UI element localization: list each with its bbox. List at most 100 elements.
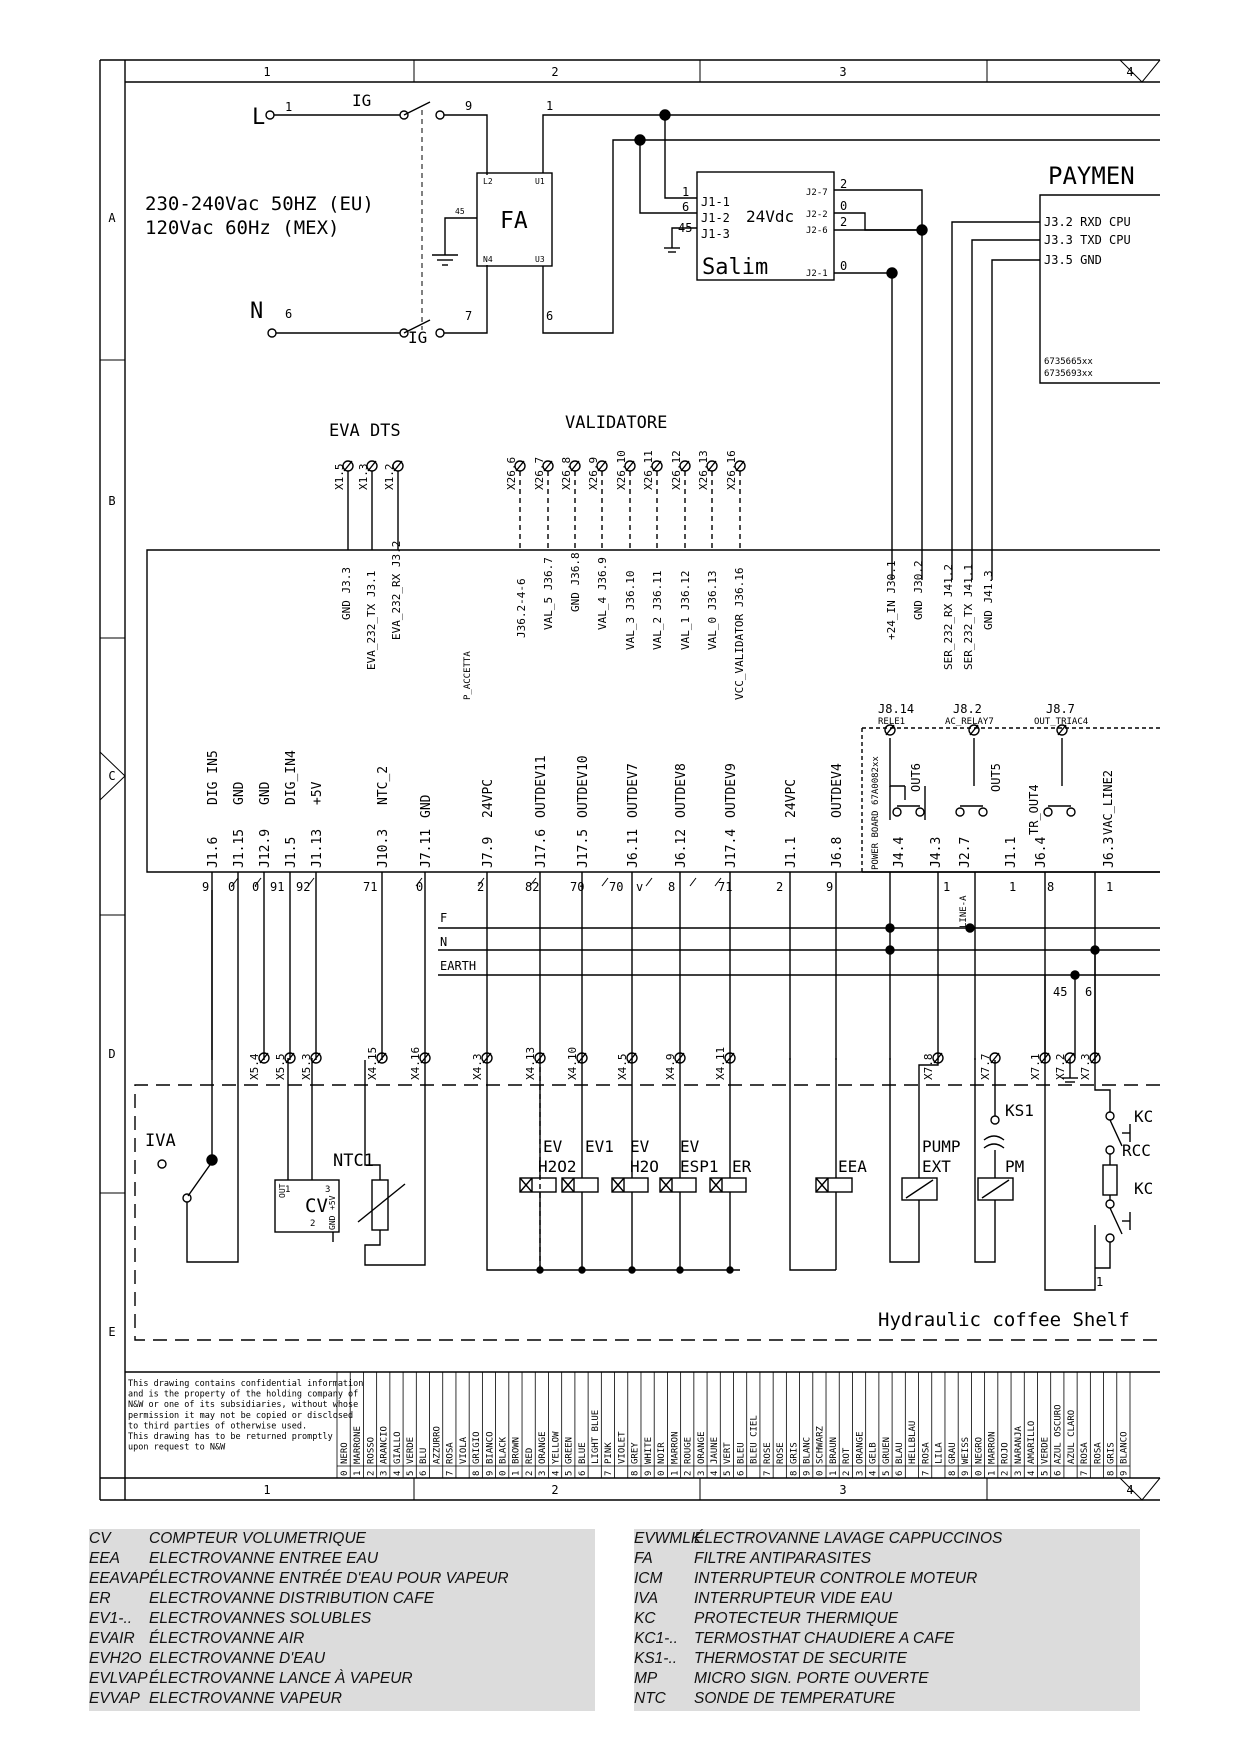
shelf-pin-label-14: X7.1 — [1029, 1054, 1042, 1081]
shelf-pin-label-1: X5.4 — [248, 1053, 261, 1080]
salim-wire-1: 1 — [682, 185, 689, 199]
bus-label-6: VAL_5 J36.7 — [542, 557, 555, 630]
color-index-23: 8 — [631, 1471, 641, 1476]
column-label-4: 4 — [1126, 65, 1133, 79]
color-name-53: AMARILLO — [1027, 1421, 1037, 1464]
cpu-signal-9: OUTDEV11 — [534, 755, 549, 818]
color-index-52: 3 — [1014, 1471, 1024, 1476]
salim-wire-6: 6 — [682, 200, 689, 214]
color-index-1: 0 — [340, 1471, 350, 1476]
cpu-pin-4: J1.5 — [284, 837, 299, 868]
line-n-label: N — [250, 299, 263, 324]
shelf-pin-label-12: X7.8 — [922, 1054, 935, 1081]
wire-9: 9 — [465, 99, 472, 113]
disclaimer-line-7: upon request to N&W — [128, 1443, 226, 1453]
color-name-25: NOIR — [657, 1442, 667, 1464]
color-name-44: HELLBLAU — [908, 1421, 918, 1464]
disclaimer-block: This drawing contains confidential infor… — [128, 1379, 363, 1453]
line-l-label: L — [252, 105, 265, 130]
power-board — [889, 738, 1076, 820]
salim-pin-j1-2: J1-2 — [701, 211, 730, 225]
filter-pin-n4: N4 — [483, 255, 493, 264]
color-name-55: AZUL OSCURO — [1054, 1404, 1064, 1464]
cpu-signal-10: OUTDEV10 — [576, 755, 591, 818]
bus-label-12: VAL_0 J36.13 — [706, 571, 719, 650]
payment-code-1: 6735665xx — [1044, 357, 1093, 367]
line-a-label: LINE-A — [959, 895, 969, 928]
power-board-sub-ac-relay7: AC_RELAY7 — [945, 717, 994, 727]
color-name-6: VERDE — [406, 1437, 416, 1464]
color-name-52: NARANJA — [1014, 1425, 1024, 1464]
shelf-pin-label-3: X5.3 — [300, 1054, 313, 1081]
pump-ext-label: EXT — [922, 1157, 951, 1176]
shelf-pin-4 — [376, 1052, 388, 1064]
cpu-pin-5: J1.13 — [310, 829, 325, 868]
cpu-pin-15: J6.8 — [830, 837, 845, 868]
color-name-10: VIOLA — [459, 1436, 469, 1464]
color-index-19: 6 — [578, 1471, 588, 1476]
color-index-39: 2 — [842, 1471, 852, 1476]
power-board-label: POWER BOARD 67A0082xx — [871, 756, 881, 870]
color-index-57: 7 — [1080, 1471, 1090, 1476]
wire-number-20: 1 — [1106, 880, 1113, 894]
cpu-pin-11: J6.11 — [626, 829, 641, 868]
shelf-pin-1 — [258, 1052, 270, 1064]
color-index-38: 1 — [829, 1471, 839, 1476]
color-name-43: BLAU — [895, 1442, 905, 1464]
row-label-d: D — [108, 1047, 115, 1061]
bus-label-1: GND J3.3 — [340, 567, 353, 620]
power-input-section — [265, 101, 1160, 338]
salim-wire-0b: 0 — [840, 259, 847, 273]
salim-pin-j2-2: J2-2 — [806, 210, 828, 220]
bus-label-16: SER_232_RX J41.2 — [942, 564, 955, 670]
cpu-pin-12: J6.12 — [674, 829, 689, 868]
color-index-16: 3 — [538, 1471, 548, 1476]
color-name-26: MARRON — [670, 1431, 680, 1464]
legend-code: EVAIR — [89, 1630, 135, 1647]
wire-number-15: 2 — [776, 880, 783, 894]
pump-label: PUMP — [922, 1137, 961, 1156]
legend-code: EVWMLK — [634, 1530, 702, 1547]
iva-label: IVA — [145, 1131, 176, 1151]
coil-return-bus — [486, 1058, 836, 1274]
validatore-pin-label-2: X26.7 — [533, 457, 546, 490]
salim-wire-0a: 0 — [840, 199, 847, 213]
wire-1-l: 1 — [285, 100, 292, 114]
legend-code: EV1-.. — [89, 1610, 133, 1627]
column-label-2-bottom: 2 — [551, 1483, 558, 1497]
color-index-26: 1 — [670, 1471, 680, 1476]
color-name-40: ORANGE — [855, 1431, 865, 1464]
cpu-pin-6: J10.3 — [376, 829, 391, 868]
hydraulic-shelf-box — [134, 1084, 1160, 1341]
cpu-board — [146, 549, 1160, 873]
legend-code: NTC — [634, 1690, 666, 1707]
color-name-9: ROSA — [446, 1442, 456, 1464]
color-index-60: 9 — [1120, 1471, 1130, 1476]
power-board-vac-line2: VAC_LINE2 — [1101, 770, 1115, 835]
mains-f-label: F — [440, 911, 447, 925]
cpu-signal-4: DIG_IN4 — [284, 750, 299, 805]
legend-description: PROTECTEUR THERMIQUE — [694, 1610, 899, 1627]
cpu-signal-15: OUTDEV4 — [830, 763, 845, 818]
er-label: ER — [732, 1157, 752, 1176]
validatore-pin-label-1: X26.6 — [505, 457, 518, 490]
color-name-8: AZZURRO — [432, 1426, 442, 1464]
color-index-36: 9 — [802, 1471, 812, 1476]
cpu-pin-19: J1.1 — [1004, 837, 1019, 868]
cv-pin-3: 3 — [325, 1185, 330, 1195]
row-label-b: B — [108, 494, 115, 508]
power-board-sub-rele1: RELE1 — [878, 717, 905, 727]
power-board-out6: OUT6 — [909, 763, 923, 792]
color-index-14: 1 — [512, 1471, 522, 1476]
wire-number-19: 8 — [1047, 880, 1054, 894]
valve-coil-6 — [815, 1058, 853, 1270]
disclaimer-line-3: N&W or one of its subsidiaries, without … — [128, 1400, 358, 1410]
shelf-pin-label-5: X4.16 — [409, 1047, 422, 1080]
salim-wire-45: 45 — [678, 221, 692, 235]
mains-bus — [438, 923, 1160, 980]
color-name-34: ROSE — [776, 1442, 786, 1464]
color-name-32: BLEU CIEL — [750, 1415, 760, 1464]
wire-7: 7 — [465, 309, 472, 323]
color-index-6: 5 — [406, 1471, 416, 1476]
